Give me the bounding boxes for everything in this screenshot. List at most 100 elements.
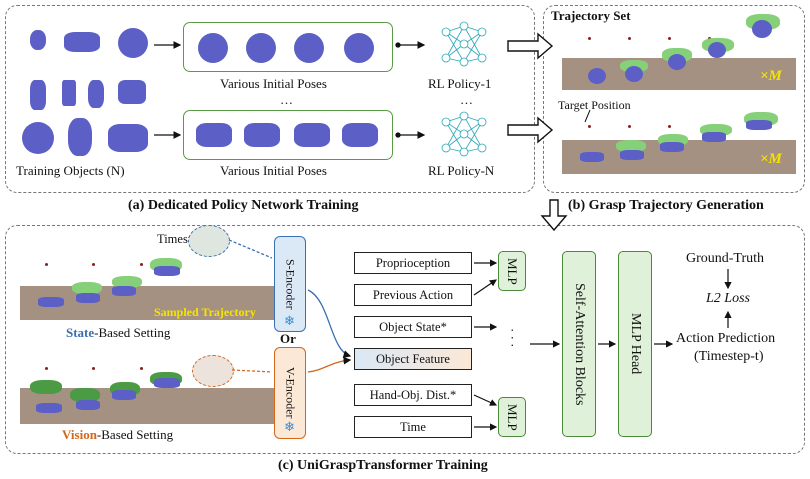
trajectory-set-title: Trajectory Set: [551, 8, 631, 23]
hand-in-trajectory: [30, 380, 62, 394]
input-object-state: Object State*: [354, 316, 472, 338]
initial-poses-box-1: [183, 22, 393, 72]
object-pose: [246, 33, 276, 63]
object-in-trajectory: [746, 120, 772, 130]
mlp-block-top: MLP: [498, 251, 526, 291]
panel-b-caption: (b) Grasp Trajectory Generation: [568, 198, 764, 213]
training-objects-label: Training Objects (N): [16, 163, 125, 178]
object-in-trajectory: [112, 286, 136, 296]
object-pose: [244, 123, 280, 147]
frozen-snowflake-icon: ❄: [284, 419, 295, 434]
object-in-trajectory: [154, 378, 180, 388]
vision-zoom-ellipse: [192, 355, 234, 387]
object-in-trajectory: [76, 293, 100, 303]
hand-in-trajectory: [70, 388, 100, 402]
input-hand-object-distance: Hand-Obj. Dist.*: [354, 384, 472, 406]
object-thumbnail: [62, 80, 76, 106]
object-thumbnail: [30, 80, 46, 110]
self-attention-label: Self-Attention Blocks: [572, 282, 587, 406]
panel-b: [543, 5, 805, 193]
object-thumbnail: [118, 28, 148, 58]
object-thumbnail: [64, 32, 100, 52]
target-dot: [628, 125, 631, 128]
object-in-trajectory: [112, 390, 136, 400]
multiplier-label-1: ×M: [760, 68, 782, 84]
state-setting-label: State-Based Setting: [66, 325, 171, 340]
object-in-trajectory: [588, 68, 606, 84]
object-in-trajectory: [38, 297, 64, 307]
mlp-head-label: MLP Head: [628, 313, 643, 375]
object-pose: [342, 123, 378, 147]
object-in-trajectory: [708, 42, 726, 58]
object-pose: [294, 33, 324, 63]
s-encoder: S-Encoder: [274, 236, 306, 332]
action-prediction-timestep: (Timestep-t): [694, 349, 764, 364]
encoder-connector: [228, 239, 352, 373]
mlp-block-bottom: MLP: [498, 397, 526, 437]
neural-network-icon: [441, 21, 487, 67]
or-label: Or: [280, 331, 296, 346]
target-dot: [140, 367, 143, 370]
object-thumbnail: [118, 80, 146, 104]
v-encoder-label: V-Encoder: [283, 367, 298, 419]
input-time: Time: [354, 416, 472, 438]
object-thumbnail: [30, 30, 46, 50]
object-pose: [294, 123, 330, 147]
panel-c-caption: (c) UniGraspTransformer Training: [278, 458, 488, 473]
hand-in-trajectory: [616, 140, 646, 152]
ellipsis-dots: · · ·: [505, 328, 520, 348]
hand-in-trajectory: [112, 276, 142, 288]
object-pose: [344, 33, 374, 63]
hand-in-trajectory: [72, 282, 102, 294]
target-dot: [140, 263, 143, 266]
target-dot: [628, 37, 631, 40]
ellipsis-poses: …: [280, 92, 293, 107]
initial-poses-label-1: Various Initial Poses: [220, 76, 327, 91]
target-dot: [92, 367, 95, 370]
hollow-arrow: [507, 32, 568, 232]
initial-poses-box-2: [183, 110, 393, 160]
object-in-trajectory: [660, 142, 684, 152]
panel-a-caption: (a) Dedicated Policy Network Training: [128, 198, 359, 213]
target-dot: [668, 37, 671, 40]
target-pointer: [584, 109, 591, 123]
state-zoom-ellipse: [188, 225, 230, 257]
s-encoder-label: S-Encoder: [283, 258, 298, 310]
target-position-label: Target Position: [558, 98, 631, 112]
object-in-trajectory: [154, 266, 180, 276]
object-in-trajectory: [76, 400, 100, 410]
object-in-trajectory: [668, 54, 686, 70]
object-pose: [196, 123, 232, 147]
target-dot: [588, 37, 591, 40]
self-attention-blocks: Self-Attention Blocks: [562, 251, 596, 437]
input-object-feature: Object Feature: [354, 348, 472, 370]
object-in-trajectory: [752, 20, 772, 38]
rl-policy-n-label: RL Policy-N: [428, 163, 495, 178]
input-proprioception: Proprioception: [354, 252, 472, 274]
input-previous-action: Previous Action: [354, 284, 472, 306]
object-in-trajectory: [580, 152, 604, 162]
object-in-trajectory: [702, 132, 726, 142]
multiplier-label-2: ×M: [760, 151, 782, 167]
rl-policy-1-label: RL Policy-1: [428, 76, 492, 91]
arrow: [154, 41, 426, 139]
target-dot: [668, 125, 671, 128]
frozen-snowflake-icon: ❄: [284, 313, 295, 328]
arrow: [473, 259, 732, 431]
v-encoder: V-Encoder: [274, 347, 306, 439]
object-in-trajectory: [620, 150, 644, 160]
object-thumbnail: [22, 122, 54, 154]
sampled-trajectory-label: Sampled Trajectory: [154, 305, 256, 319]
mlp-label: MLP: [505, 257, 520, 285]
neural-network-icon: [441, 111, 487, 157]
l2-loss-label: L2 Loss: [706, 291, 750, 306]
ellipsis-policies: …: [460, 92, 473, 107]
mlp-head: MLP Head: [618, 251, 652, 437]
panel-a: [5, 5, 535, 193]
panel-c: [5, 225, 805, 454]
mlp-label: MLP: [505, 403, 520, 431]
ground-truth-label: Ground-Truth: [686, 251, 765, 266]
target-dot: [92, 263, 95, 266]
target-dot: [45, 263, 48, 266]
